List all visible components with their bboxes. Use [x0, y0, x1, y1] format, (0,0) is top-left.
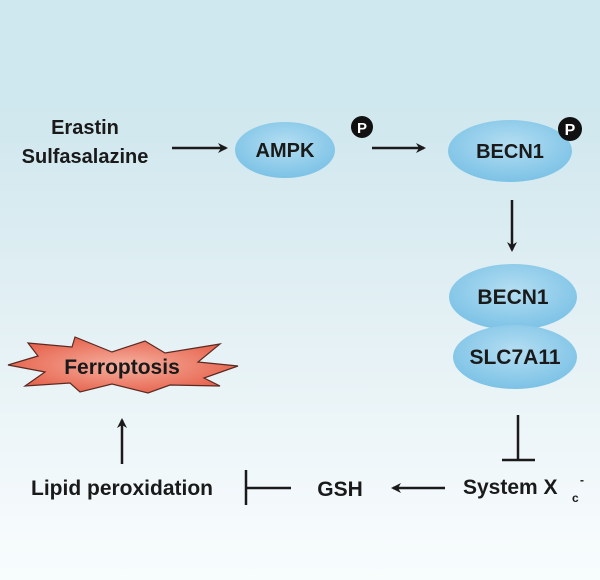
node-system-xc-superscript: - — [580, 473, 584, 487]
ferroptosis-starburst-icon — [7, 336, 239, 394]
node-gsh-label: GSH — [317, 478, 363, 501]
node-becn1-slc7a11-complex: BECN1 SLC7A11 — [449, 264, 577, 389]
node-ampk: AMPK — [235, 122, 335, 178]
node-system-xc-label: System X — [463, 476, 558, 499]
inhibit-gsh-to-lipid-peroxidation — [244, 470, 291, 505]
node-lipid-peroxidation-label: Lipid peroxidation — [31, 477, 213, 500]
svg-text:P: P — [357, 120, 367, 137]
node-system-xc-subscript: c — [572, 491, 579, 505]
node-ferroptosis-label: Ferroptosis — [64, 356, 180, 379]
node-ferroptosis: Ferroptosis — [7, 336, 239, 394]
inhibit-complex-to-systemxc — [502, 415, 535, 462]
node-becn1-label: BECN1 — [476, 141, 544, 163]
svg-text:P: P — [565, 122, 576, 139]
node-becn1-phospho: BECN1 — [448, 120, 572, 182]
inducer-sulfasalazine: Sulfasalazine — [22, 146, 149, 168]
node-becn1-complex-label: BECN1 — [477, 286, 549, 309]
phospho-icon: P — [351, 116, 373, 138]
node-slc7a11-label: SLC7A11 — [469, 346, 560, 369]
inducer-erastin: Erastin — [51, 117, 119, 139]
phospho-icon: P — [558, 117, 582, 141]
node-ampk-label: AMPK — [256, 140, 315, 162]
node-system-xc: System X c - — [463, 473, 584, 505]
